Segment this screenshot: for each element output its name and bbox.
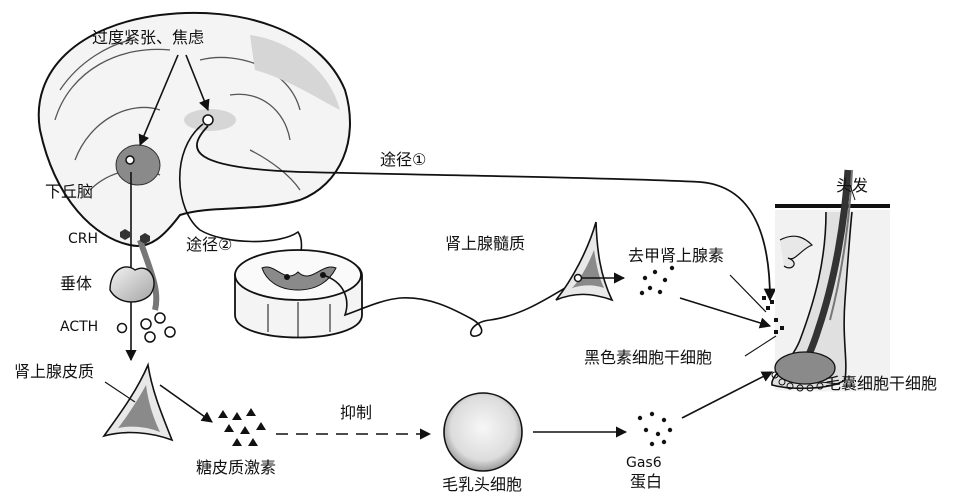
- arrow-ne-to-follicle: [679, 297, 772, 329]
- label-adrenal-cortex: 肾上腺皮质: [14, 362, 95, 381]
- label-pathway2: 途径②: [186, 235, 233, 254]
- label-gas6: Gas6: [626, 455, 662, 471]
- adrenal-cortex-organ: [102, 362, 174, 442]
- label-hypothalamus: 下丘脑: [45, 182, 94, 201]
- arrow-stress-to-hypothalamus: [138, 54, 179, 147]
- leader-ne: [729, 274, 767, 313]
- pathway2-nerve: [178, 123, 303, 271]
- acth-circles: [116, 312, 176, 343]
- label-stress: 过度紧张、焦虑: [92, 28, 205, 47]
- spinal-cord: [234, 249, 363, 339]
- label-crh: CRH: [68, 231, 99, 247]
- sympathetic-nerve: [322, 274, 571, 337]
- pituitary-organ: [109, 266, 155, 303]
- leader-hair: [849, 184, 856, 201]
- norepinephrine-dots: [639, 265, 675, 296]
- label-hair: 头发: [836, 176, 869, 195]
- dermal-papilla-cell: [443, 392, 523, 472]
- leader-melanocyte: [744, 335, 777, 357]
- arrow-gas6-to-follicle: [681, 371, 773, 419]
- label-pathway1: 途径①: [380, 150, 427, 169]
- label-inhibit: 抑制: [340, 403, 373, 422]
- label-pituitary: 垂体: [60, 274, 93, 293]
- hypothalamus-region: [115, 144, 161, 186]
- label-glucocorticoid: 糖皮质激素: [196, 458, 277, 477]
- label-dermal-papilla: 毛乳头细胞: [442, 475, 523, 494]
- adrenal-medulla-organ: [555, 221, 614, 302]
- arrow-stress-to-brain: [185, 54, 210, 112]
- leader-adrenal-cortex: [104, 381, 136, 403]
- pathway1-nerve: [196, 125, 777, 302]
- gas6-dots: [637, 411, 673, 447]
- label-norepinephrine: 去甲肾上腺素: [628, 246, 725, 265]
- label-melanocyte-stem: 黑色素细胞干细胞: [584, 348, 713, 367]
- label-protein: 蛋白: [630, 472, 663, 491]
- hair-follicle: [771, 169, 890, 392]
- arrow-cortex-to-gc: [159, 384, 213, 423]
- leader-follicle-stem: [819, 381, 841, 385]
- label-acth: ACTH: [60, 319, 99, 335]
- brain-node: [202, 114, 214, 126]
- crh-dots: [120, 229, 150, 244]
- label-adrenal-medulla: 肾上腺髓质: [445, 234, 526, 253]
- glucocorticoid-triangles: [218, 408, 266, 446]
- hypothalamus-node: [125, 155, 135, 165]
- melanocyte-dots: [762, 296, 784, 334]
- label-follicle-stem: 毛囊细胞干细胞: [825, 374, 938, 393]
